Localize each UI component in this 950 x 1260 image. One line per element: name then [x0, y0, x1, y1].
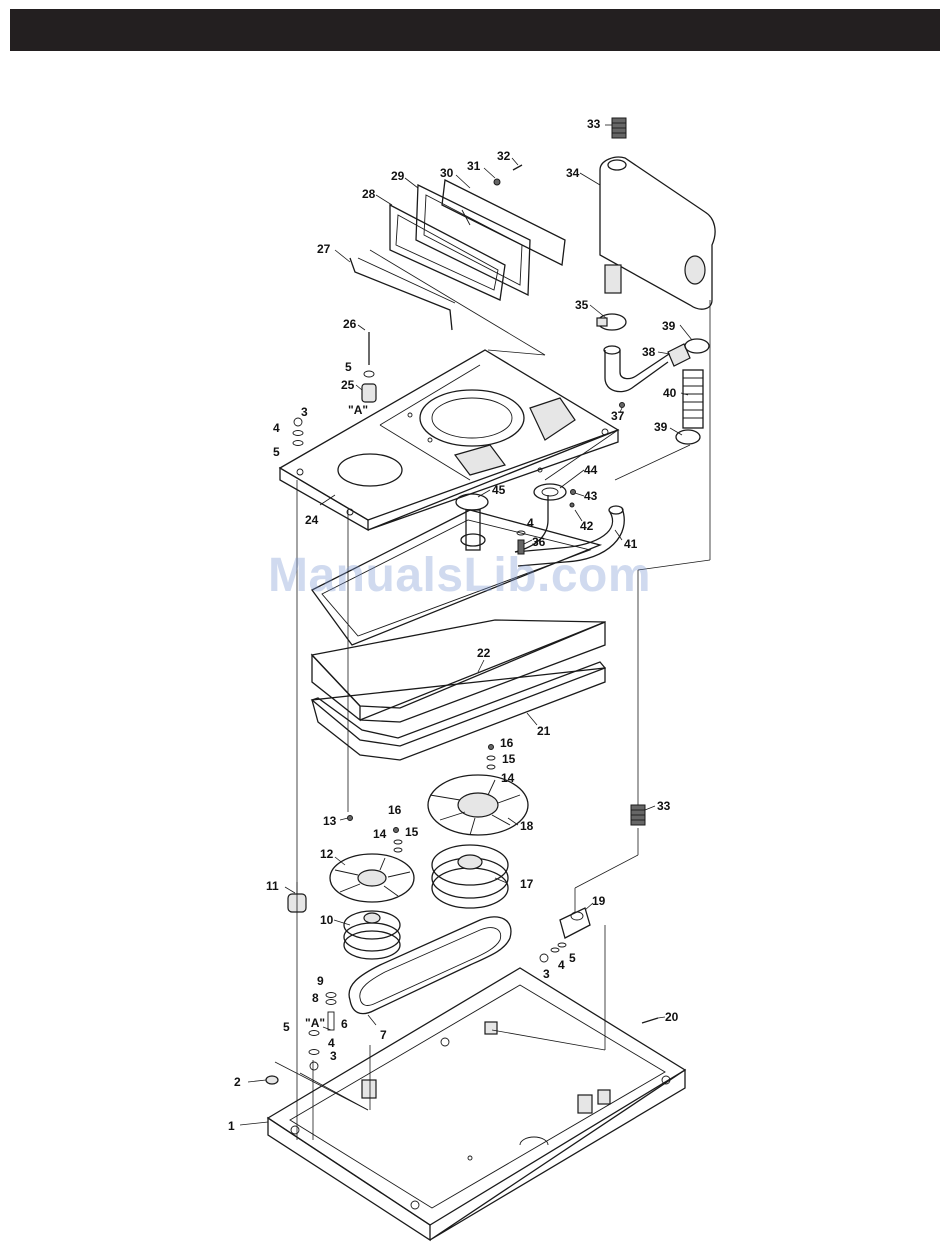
belt-guard-22 — [312, 620, 605, 722]
foot-2 — [266, 1076, 278, 1084]
callout-40: 40 — [663, 386, 677, 400]
callout-34: 34 — [566, 166, 580, 180]
washer-8-9 — [326, 993, 336, 1005]
callout-14-b: 14 — [501, 771, 515, 785]
base-frame — [268, 968, 685, 1240]
callout-8: 8 — [312, 991, 319, 1005]
callout-22: 22 — [477, 646, 491, 660]
callout-38: 38 — [642, 345, 656, 359]
tube-38 — [668, 344, 690, 366]
bracket-30 — [442, 180, 565, 265]
callout-39-b: 39 — [654, 420, 668, 434]
callout-44: 44 — [584, 463, 598, 477]
callout-33-a: 33 — [587, 117, 601, 131]
callout-32: 32 — [497, 149, 511, 163]
clamp-39-top — [685, 339, 709, 353]
callout-10: 10 — [320, 913, 334, 927]
screw-13 — [348, 816, 353, 821]
callout-28: 28 — [362, 187, 376, 201]
callout-3-c: 3 — [543, 967, 550, 981]
callout-12: 12 — [320, 847, 334, 861]
callout-2: 2 — [234, 1075, 241, 1089]
callout-16-a: 16 — [388, 803, 402, 817]
callout-45: 45 — [492, 483, 506, 497]
callout-5-b: 5 — [345, 360, 352, 374]
callout-3-b: 3 — [330, 1049, 337, 1063]
callout-27: 27 — [317, 242, 331, 256]
fan-12 — [330, 854, 414, 902]
flange-44 — [534, 484, 566, 500]
callout-4-d: 4 — [558, 958, 565, 972]
callout-26: 26 — [343, 317, 357, 331]
callout-20: 20 — [665, 1010, 679, 1024]
callout-35: 35 — [575, 298, 589, 312]
nut-stack-left-top — [293, 418, 303, 446]
callout-17: 17 — [520, 877, 534, 891]
callout-33-b: 33 — [657, 799, 671, 813]
callout-15-b: 15 — [502, 752, 516, 766]
callout-7: 7 — [380, 1028, 387, 1042]
spring-33-top — [612, 118, 626, 138]
callout-11: 11 — [266, 879, 279, 893]
callout-43: 43 — [584, 489, 598, 503]
callout-4-a: 4 — [273, 421, 280, 435]
muffler — [600, 157, 715, 309]
belt-guard-21 — [312, 662, 605, 760]
spring-33-bottom — [631, 805, 645, 825]
callout-25: 25 — [341, 378, 355, 392]
callout-13: 13 — [323, 814, 337, 828]
callout-36: 36 — [532, 535, 546, 549]
pulley-17 — [432, 845, 508, 908]
callout-18: 18 — [520, 819, 534, 833]
callout-4-c: 4 — [527, 516, 534, 530]
callout-29: 29 — [391, 169, 405, 183]
callout-4-b: 4 — [328, 1036, 335, 1050]
callout-21: 21 — [537, 724, 551, 738]
callout-39-a: 39 — [662, 319, 676, 333]
bracket-19 — [540, 908, 590, 962]
callout-37: 37 — [611, 409, 625, 423]
engine-mount-plate — [280, 350, 618, 530]
callout-15-a: 15 — [405, 825, 419, 839]
callout-3-a: 3 — [301, 405, 308, 419]
screw-32 — [513, 165, 522, 170]
pulley-10 — [344, 911, 400, 959]
callout-A-top: "A" — [348, 403, 368, 417]
clamp-35 — [597, 314, 626, 330]
callout-14-a: 14 — [373, 827, 387, 841]
callout-19: 19 — [592, 894, 606, 908]
spacer-25 — [362, 384, 376, 402]
watermark: ManualsLib.com — [268, 548, 651, 603]
washer-5-top — [364, 371, 374, 377]
callout-30: 30 — [440, 166, 454, 180]
washer-31 — [494, 179, 500, 185]
callout-9: 9 — [317, 974, 324, 988]
callout-1: 1 — [228, 1119, 235, 1133]
stud-6 — [328, 1012, 334, 1030]
callout-5-a: 5 — [273, 445, 280, 459]
flex-pipe-40 — [683, 370, 703, 428]
bolt-20 — [642, 1018, 658, 1023]
callout-5-c: 5 — [283, 1020, 290, 1034]
callout-A-bottom: "A" — [305, 1016, 325, 1030]
callout-16-b: 16 — [500, 736, 514, 750]
callout-42: 42 — [580, 519, 594, 533]
gasket-27 — [350, 258, 455, 330]
nut-stack-left-bottom — [309, 1031, 319, 1071]
callout-31: 31 — [467, 159, 481, 173]
flange-45 — [456, 494, 488, 550]
callout-6: 6 — [341, 1017, 348, 1031]
callout-24: 24 — [305, 513, 319, 527]
clamp-39-bottom — [676, 430, 700, 444]
